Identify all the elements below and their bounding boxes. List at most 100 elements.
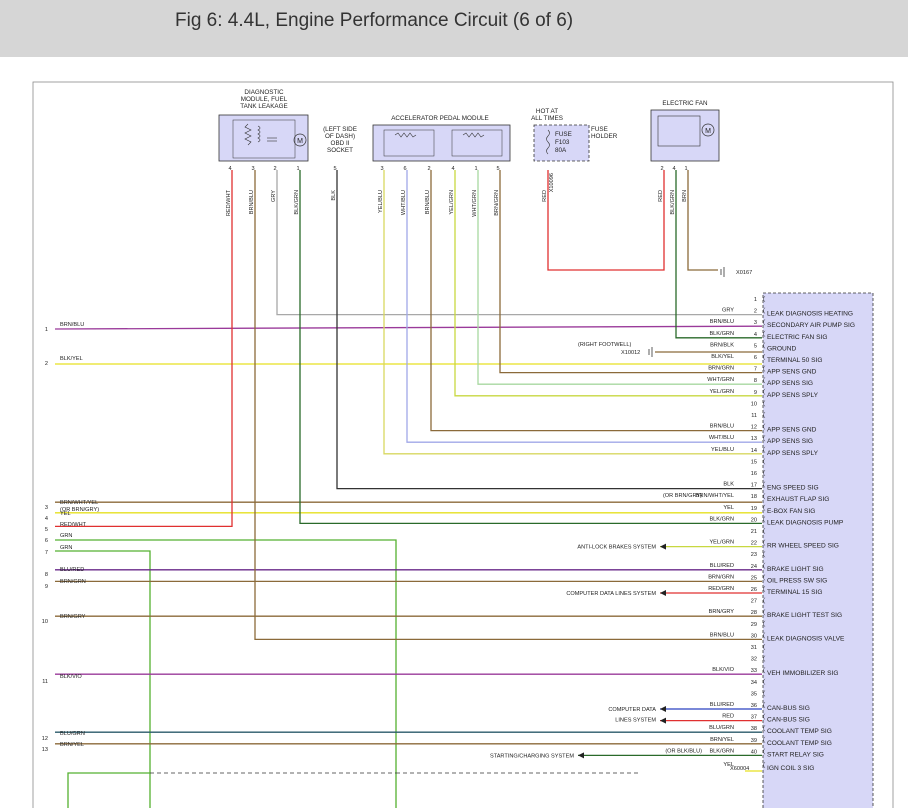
ecm-connector — [762, 292, 874, 808]
left-wire-color: BRN/YEL — [60, 742, 84, 748]
obd-socket: (LEFT SIDE OF DASH) OBD II SOCKET — [323, 126, 357, 154]
fuse-f103: HOT AT ALL TIMES FUSE F103 80A FUSE HOLD… — [531, 108, 618, 192]
system-data-lines-2a: COMPUTER DATA — [608, 707, 656, 713]
ecm-pin-number: 4 — [754, 332, 757, 338]
pin-terminal-icon — [763, 353, 766, 361]
pin-terminal-icon — [763, 411, 766, 419]
top-pin-number: 4 — [672, 166, 675, 172]
ecm-pin-number: 9 — [754, 390, 757, 396]
wire-brn-blu-30 — [254, 170, 762, 641]
pin-terminal-icon — [763, 330, 766, 337]
top-wire-color: BRN/GRN — [494, 190, 500, 216]
pin-terminal-icon — [763, 643, 766, 651]
system-abs: ANTI-LOCK BRAKES SYSTEM — [577, 545, 656, 551]
ecm-signal-24: OIL PRESS SW SIG — [767, 577, 827, 584]
wire-grn-7 — [55, 550, 151, 808]
ecm-wire-color-32: BLK/VIO — [712, 667, 734, 673]
ecm-pin-number: 38 — [751, 726, 757, 732]
ecm-wire-color-25: RED/GRN — [708, 586, 734, 592]
wire-blk-grn-fan — [675, 170, 762, 339]
left-wire-color: YEL — [60, 511, 71, 517]
wire-blk-obd — [336, 170, 762, 490]
fan-motor-icon — [701, 123, 715, 137]
ecm-signal-13: APP SENS SPLY — [767, 450, 819, 457]
pin-terminal-icon — [763, 446, 766, 453]
pin-terminal-icon — [763, 307, 766, 314]
ecm-pin-number: 8 — [754, 378, 757, 384]
left-wire-number: 5 — [45, 527, 48, 533]
pin-terminal-icon — [763, 319, 766, 326]
ecm-pin-number: 14 — [751, 448, 757, 454]
obd-label-2: OF DASH) — [325, 133, 355, 140]
ecm-pin-number: 3 — [754, 320, 757, 326]
left-wire-number: 4 — [45, 516, 48, 522]
fuse-holder-1: FUSE — [591, 126, 608, 133]
wire-wht-grn — [477, 170, 762, 385]
pin-terminal-icon — [763, 504, 766, 511]
top-wire-color: YEL/BLU — [378, 190, 384, 213]
pin-terminal-icon — [763, 690, 766, 697]
wire-gry — [276, 170, 762, 316]
ecm-wire-color-27: BRN/GRY — [709, 609, 735, 615]
ecm-wire-color-37: BLU/GRN — [709, 725, 734, 731]
diagnostic-module: DIAGNOSTIC MODULE, FUEL TANK LEAKAGE M — [218, 89, 309, 162]
fuse-body-2: F103 — [555, 139, 570, 146]
ecm-signal-27: BRAKE LIGHT TEST SIG — [767, 612, 842, 619]
fuse-hot-2: ALL TIMES — [531, 115, 563, 122]
pin-terminal-icon — [763, 493, 766, 500]
ecm-signal-19: LEAK DIAGNOSIS PUMP — [767, 519, 844, 526]
ecm-wire-color-36: RED — [722, 714, 734, 720]
top-pin-number: 3 — [251, 166, 254, 172]
top-wire-color: BRN — [682, 190, 688, 202]
ecm-wire-color-23: BLU/RED — [710, 563, 734, 569]
ecm-pin-number: 37 — [751, 715, 757, 721]
ecm-wire-color-38: BRN/YEL — [710, 737, 734, 743]
ecm-wire-color-11: BRN/BLU — [710, 424, 734, 430]
fuse-icon — [546, 129, 550, 155]
arrow-icon — [660, 543, 666, 550]
top-wire-color: YEL/GRN — [449, 190, 455, 215]
ecm-wire-color-29: BRN/BLU — [710, 632, 734, 638]
ecm-wire-color-24: BRN/GRN — [708, 574, 734, 580]
left-wire-number: 9 — [45, 584, 48, 590]
ecm-signal-32: VEH IMMOBILIZER SIG — [767, 670, 838, 677]
ground-x10012: (RIGHT FOOTWELL) X10012 — [578, 342, 653, 357]
top-pin-number: 6 — [403, 166, 406, 172]
ecm-signal-1: LEAK DIAGNOSIS HEATING — [767, 311, 853, 318]
pin-terminal-icon — [763, 469, 766, 477]
top-pin-number: 4 — [228, 166, 231, 172]
left-wire-color: BRN/GRY — [60, 614, 86, 620]
top-wire-color: RED — [658, 190, 664, 202]
left-wire-color: GRN — [60, 545, 72, 551]
arrow-icon — [660, 717, 666, 724]
ecm-wire-color-2: BRN/BLU — [710, 319, 734, 325]
page-header: Fig 6: 4.4L, Engine Performance Circuit … — [0, 0, 908, 57]
pin-terminal-icon — [763, 761, 766, 769]
accelerator-pedal-module: ACCELERATOR PEDAL MODULE — [372, 115, 511, 162]
ground-x10012-loc: (RIGHT FOOTWELL) — [578, 342, 631, 348]
ecm-pin-number: 34 — [751, 680, 757, 686]
ecm-signal-4: GROUND — [767, 345, 797, 352]
left-wire-number: 7 — [45, 550, 48, 556]
pin-terminal-icon — [763, 423, 766, 430]
ecm-wire-color-4: BRN/BLK — [710, 342, 734, 348]
pin-terminal-icon — [763, 748, 766, 755]
ecm-signal-21: RR WHEEL SPEED SIG — [767, 543, 839, 550]
obd-label-1: (LEFT SIDE — [323, 126, 357, 133]
ecm-pin-number: 40 — [751, 749, 757, 755]
wire-brn-grn-app — [499, 170, 762, 374]
left-wire-alt: (OR BRN/GRY) — [60, 507, 99, 513]
ecm-signal-11: APP SENS GND — [767, 427, 817, 434]
ecm-pin-number: 25 — [751, 575, 757, 581]
pin-terminal-icon — [763, 713, 766, 720]
ecm-pin-number: 35 — [751, 691, 757, 697]
wire-blk-grn-diag — [299, 170, 762, 525]
pin-terminal-icon — [763, 295, 766, 303]
ecm-signal-39: START RELAY SIG — [767, 751, 824, 758]
ecm-signal-16: ENG SPEED SIG — [767, 485, 819, 492]
ecm-pin-number: 7 — [754, 367, 757, 373]
fuse-connector: X10096 — [549, 173, 555, 192]
diag-label-2: MODULE, FUEL — [241, 96, 288, 103]
ecm-signal-6: APP SENS GND — [767, 369, 817, 376]
